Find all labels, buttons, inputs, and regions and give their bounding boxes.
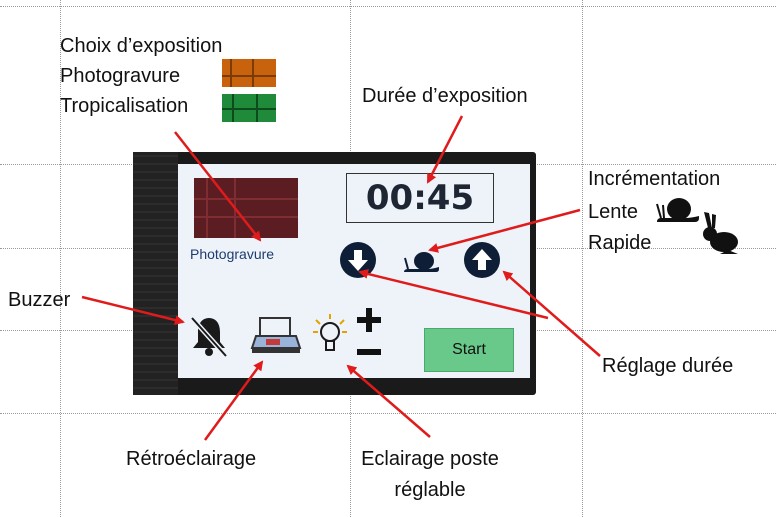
exposure-mode-thumbnail[interactable] <box>194 178 298 238</box>
annotation-rapide: Rapide <box>588 232 652 254</box>
annotation-photogravure: Photogravure <box>60 65 181 87</box>
arrow-eclairage <box>346 364 431 438</box>
start-button[interactable]: Start <box>424 328 514 372</box>
decrease-duration-button[interactable] <box>340 242 376 278</box>
annotation-buzzer: Buzzer <box>8 289 71 311</box>
annotation-lente: Lente <box>588 201 639 223</box>
annotation-tropicalisation: Tropicalisation <box>60 95 189 117</box>
grid-line <box>60 0 61 517</box>
timer-display: 00:45 <box>346 173 494 223</box>
arrow-duree-exposition <box>426 115 464 184</box>
plus-icon[interactable] <box>355 306 383 334</box>
arrow-retroeclairage <box>203 360 264 441</box>
up-arrow-icon <box>472 249 492 270</box>
bell-muted-icon[interactable] <box>188 314 230 358</box>
pcb-orange-thumbnail <box>222 59 276 87</box>
annotation-duree-exposition: Durée d’exposition <box>362 85 528 107</box>
minus-icon[interactable] <box>355 346 383 358</box>
timer-value: 00:45 <box>365 178 475 218</box>
snail-icon <box>656 198 699 222</box>
arrow-choix-exposition <box>174 131 262 242</box>
annotation-retroeclairage: Rétroéclairage <box>126 448 257 470</box>
grid-line <box>0 6 776 7</box>
exposure-mode-label[interactable]: Photogravure <box>190 246 275 262</box>
board-connector-edge <box>133 152 178 395</box>
grid-line <box>582 0 583 517</box>
annotation-incrementation: Incrémentation <box>588 168 721 190</box>
annotation-choix-exposition: Choix d’exposition <box>60 35 223 57</box>
annotation-reglage-duree: Réglage durée <box>602 355 734 377</box>
bulb-icon <box>313 314 347 351</box>
rabbit-icon <box>703 212 738 254</box>
pcb-green-thumbnail <box>222 94 276 122</box>
increase-duration-button[interactable] <box>464 242 500 278</box>
annotation-eclairage-poste: Eclairage poste <box>361 448 499 470</box>
grid-line <box>0 413 776 414</box>
annotation-reglable: réglable <box>394 479 466 501</box>
down-arrow-icon <box>348 250 368 271</box>
arrow-reglage-down <box>358 269 549 320</box>
lightbox-icon[interactable] <box>250 314 302 356</box>
arrow-incrementation <box>428 208 581 253</box>
arrow-buzzer <box>81 295 185 325</box>
increment-speed-toggle[interactable] <box>402 250 440 274</box>
arrow-reglage-up <box>502 270 601 357</box>
